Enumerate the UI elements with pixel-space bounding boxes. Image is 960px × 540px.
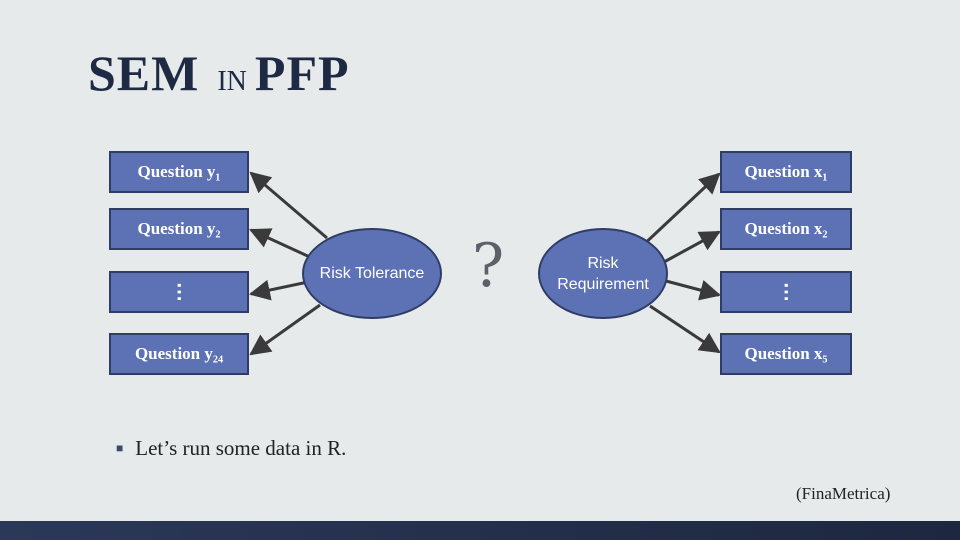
arrow-right-3: [665, 279, 722, 301]
question-box-x5: Question x₅: [720, 333, 852, 375]
question-box-y1: Question y₁: [109, 151, 249, 193]
latent-risk-tolerance-label: Risk Tolerance: [319, 265, 425, 282]
relationship-question-mark: ?: [472, 231, 505, 301]
citation: (FinaMetrica): [796, 484, 891, 503]
latent-risk-requirement: Risk Requirement: [538, 228, 668, 319]
bullet-item: ■ Let’s run some data in R.: [116, 436, 346, 461]
arrow-right-1: [638, 172, 721, 250]
arrow-left-4: [249, 303, 321, 356]
arrow-left-1: [249, 171, 328, 240]
question-box-x1: Question x₁: [720, 151, 852, 193]
arrow-left-2: [249, 228, 313, 260]
bullet-square-icon: ■: [116, 441, 124, 455]
arrow-right-4: [649, 304, 721, 354]
question-box-y24: Question y₂₄: [109, 333, 249, 375]
question-box-left-ellipsis: ⋯: [109, 271, 249, 313]
title-pfp: PFP: [254, 45, 350, 101]
arrow-left-3: [248, 279, 309, 301]
title-sem: SEM: [88, 45, 200, 101]
footer-bar: [0, 521, 960, 540]
question-box-x2: Question x₂: [720, 208, 852, 250]
title-in: IN: [217, 66, 247, 97]
latent-risk-requirement-label: Risk Requirement: [557, 254, 649, 293]
arrow-right-2: [663, 230, 721, 264]
latent-risk-tolerance: Risk Tolerance: [302, 228, 442, 319]
question-box-y2: Question y₂: [109, 208, 249, 250]
question-box-right-ellipsis: ⋯: [720, 271, 852, 313]
bullet-text: Let’s run some data in R.: [135, 436, 347, 460]
